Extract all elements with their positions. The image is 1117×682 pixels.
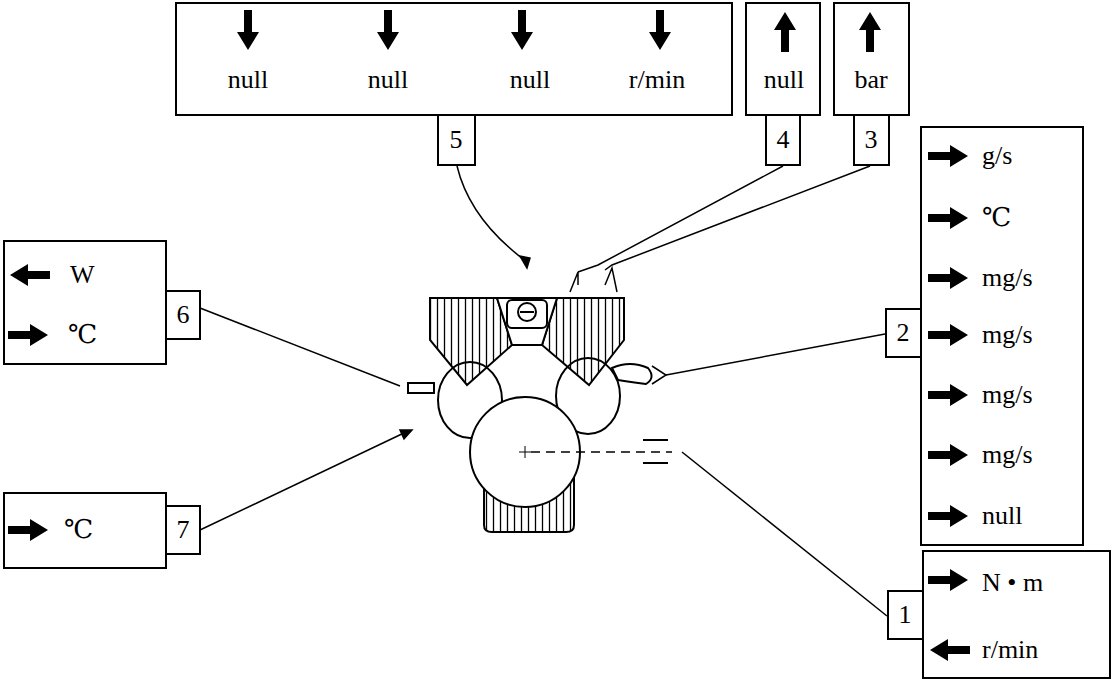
unit-label: N • m	[982, 569, 1043, 598]
callout-box: 1	[887, 590, 924, 640]
unit-label: ℃	[68, 321, 97, 350]
callout-number: 2	[897, 319, 910, 348]
unit-label: null	[368, 66, 408, 95]
signal-arrow	[8, 10, 970, 661]
unit-box: null null null r/min	[175, 2, 733, 116]
unit-label: W	[70, 261, 95, 290]
callout-number: 6	[177, 301, 190, 330]
leader-line	[200, 166, 887, 616]
callout-box: 4	[765, 114, 801, 166]
callout-box: 2	[885, 308, 922, 358]
unit-label: r/min	[982, 636, 1038, 665]
unit-box: W℃	[3, 240, 167, 365]
callout-number: 4	[777, 126, 790, 155]
unit-label: mg/s	[982, 381, 1033, 410]
unit-label: null	[982, 502, 1022, 531]
engine-drawing	[408, 298, 672, 532]
callout-number: 1	[899, 601, 912, 630]
unit-box: null	[745, 2, 821, 116]
unit-box: N • m r/min	[922, 550, 1111, 679]
unit-label: null	[510, 66, 550, 95]
callout-number: 7	[177, 516, 190, 545]
unit-label: null	[228, 66, 268, 95]
unit-box: ℃	[3, 492, 167, 569]
callout-box: 5	[437, 114, 476, 166]
callout-box: 6	[165, 290, 201, 340]
unit-label: mg/s	[982, 441, 1033, 470]
unit-box: bar	[833, 2, 910, 116]
unit-label: ℃	[64, 516, 93, 545]
unit-label: bar	[854, 66, 887, 95]
unit-label: mg/s	[982, 321, 1033, 350]
callout-box: 3	[853, 114, 890, 166]
unit-label: g/s	[982, 142, 1012, 171]
callout-number: 5	[450, 126, 463, 155]
unit-label: r/min	[629, 66, 685, 95]
callout-number: 3	[865, 126, 878, 155]
unit-label: ℃	[982, 204, 1011, 233]
callout-box: 7	[165, 505, 201, 555]
unit-label: null	[764, 66, 804, 95]
unit-box: g/s ℃ mg/s mg/s mg/s mg/s null	[920, 126, 1084, 546]
unit-label: mg/s	[982, 264, 1033, 293]
